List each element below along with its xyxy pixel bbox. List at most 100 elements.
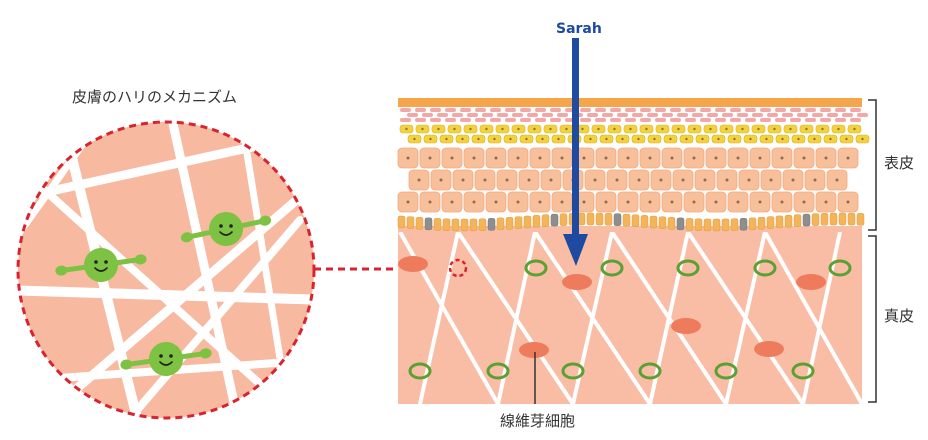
- basal-cell: [496, 217, 505, 231]
- elastin-ring-icon: [561, 362, 585, 380]
- basal-cell: [514, 216, 523, 229]
- basal-cell: [784, 215, 793, 228]
- flat-cell: [835, 118, 846, 122]
- basal-cell: [442, 218, 451, 231]
- flat-cell: [850, 118, 861, 122]
- basal-cell: [694, 218, 703, 231]
- flat-cell: [452, 113, 463, 117]
- flat-cell: [715, 118, 726, 122]
- basal-cell: [406, 216, 415, 229]
- flat-cell: [595, 108, 606, 112]
- basal-cell: [847, 212, 856, 226]
- basal-cell: [793, 214, 802, 227]
- flat-cell: [430, 108, 441, 112]
- flat-cell: [595, 118, 606, 122]
- down-arrow-icon: [563, 38, 588, 266]
- flat-cell: [445, 108, 456, 112]
- flat-cell: [460, 108, 471, 112]
- basal-cell: [730, 218, 739, 231]
- flat-cell: [797, 113, 808, 117]
- flat-cell: [580, 108, 591, 112]
- spinous-cells: [397, 147, 859, 213]
- flat-cell: [475, 108, 486, 112]
- flat-cell: [490, 118, 501, 122]
- basal-cell: [532, 215, 541, 228]
- flat-cell: [580, 118, 591, 122]
- collagen-mascots: [55, 212, 272, 376]
- flat-cell: [775, 118, 786, 122]
- flat-cell: [850, 108, 861, 112]
- flat-cell: [497, 113, 508, 117]
- flat-cell: [700, 118, 711, 122]
- basal-cell: [838, 212, 847, 226]
- basal-cell: [487, 218, 496, 231]
- flat-cell: [415, 108, 426, 112]
- fibroblast-cell-icon: [562, 274, 592, 290]
- flat-cell: [760, 118, 771, 122]
- dermis-label: 真皮: [884, 307, 915, 325]
- basal-cell: [802, 213, 811, 227]
- basal-cell: [757, 216, 766, 230]
- flat-cell: [617, 113, 628, 117]
- flat-cell: [745, 108, 756, 112]
- flat-cell: [857, 113, 868, 117]
- flat-cell: [587, 113, 598, 117]
- basal-cell: [829, 212, 838, 226]
- flat-cell: [790, 108, 801, 112]
- smiley-face-icon: [159, 354, 173, 366]
- flat-cell: [520, 108, 531, 112]
- flat-cell: [707, 113, 718, 117]
- epidermis-label: 表皮: [884, 154, 915, 172]
- flat-cell: [655, 118, 666, 122]
- elastin-ring-icon: [753, 259, 777, 277]
- flat-cell: [505, 108, 516, 112]
- basal-cell: [613, 213, 622, 226]
- basal-cell: [748, 217, 757, 231]
- flat-cell: [482, 113, 493, 117]
- basal-cell: [586, 212, 595, 226]
- basal-cell: [541, 214, 550, 227]
- collagen-molecule-icon: [120, 342, 212, 376]
- basal-cell: [478, 218, 487, 231]
- flat-cell: [625, 108, 636, 112]
- basal-cells: [397, 212, 865, 232]
- basal-cell: [424, 217, 433, 231]
- flat-cell: [805, 118, 816, 122]
- smiley-face-icon: [94, 260, 108, 272]
- basal-cell: [523, 215, 532, 229]
- flat-cell: [542, 113, 553, 117]
- basal-cell: [604, 213, 613, 226]
- flat-cell: [467, 113, 478, 117]
- basal-cell: [631, 214, 640, 227]
- flat-cell: [730, 108, 741, 112]
- elastin-ring-icon: [791, 362, 815, 380]
- circle-title: 皮膚のハリのメカニズム: [72, 88, 238, 106]
- flat-cell: [805, 108, 816, 112]
- zoom-target-ring: [448, 258, 468, 278]
- flat-cell: [700, 108, 711, 112]
- basal-cell: [667, 217, 676, 230]
- collagen-fiber: [165, 122, 245, 418]
- flat-cell: [557, 113, 568, 117]
- flat-cell: [640, 108, 651, 112]
- fibroblast-cell-icon: [519, 342, 549, 358]
- fibroblast-cells: [398, 256, 826, 358]
- flat-cell: [535, 118, 546, 122]
- basal-cell: [658, 216, 667, 229]
- flat-cell: [790, 118, 801, 122]
- basal-cell: [415, 217, 424, 230]
- flat-cell: [512, 113, 523, 117]
- flat-cell: [737, 113, 748, 117]
- flat-cell: [670, 118, 681, 122]
- elastin-ring-icon: [524, 259, 548, 277]
- basal-cell: [397, 215, 406, 229]
- fibroblast-cell-icon: [671, 318, 701, 334]
- flat-cell: [625, 118, 636, 122]
- collagen-molecule-icon: [55, 248, 147, 282]
- fibroblast-cell-icon: [796, 274, 826, 290]
- flat-cell: [535, 108, 546, 112]
- elastin-ring-icon: [828, 259, 852, 277]
- basal-cell: [766, 216, 775, 229]
- flat-cell: [602, 113, 613, 117]
- flat-cell: [407, 113, 418, 117]
